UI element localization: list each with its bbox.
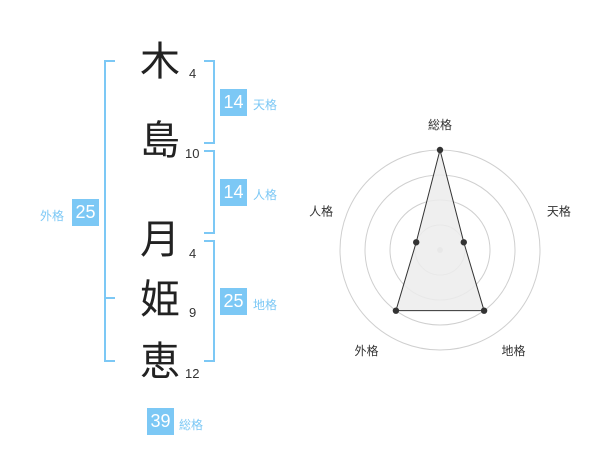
- name-char-2: 島: [140, 118, 180, 164]
- radar-points: [392, 146, 488, 314]
- radar-point-5: [413, 239, 420, 246]
- jinkaku-value: 14: [220, 179, 247, 206]
- gaikaku-value: 25: [72, 199, 99, 226]
- radar-polygon: [395, 149, 485, 312]
- name-char-1: 木: [140, 39, 180, 85]
- radar-point-2: [460, 239, 467, 246]
- stroke-count-1: 4: [189, 66, 197, 81]
- gaikaku-label: 外格: [40, 209, 65, 223]
- tenkaku-bracket: [204, 60, 215, 144]
- radar-point-4: [392, 307, 400, 314]
- radar-axis-label-5: 人格: [309, 203, 333, 218]
- name-char-4: 姫: [140, 277, 180, 323]
- name-char-5: 恵: [140, 339, 180, 385]
- radar-axis-label-2: 天格: [547, 203, 571, 218]
- chikaku-value: 25: [220, 288, 247, 315]
- tenkaku-value: 14: [220, 89, 247, 116]
- stroke-count-3: 4: [189, 246, 197, 261]
- stroke-count-4: 9: [189, 305, 197, 320]
- chikaku-bracket: [204, 240, 215, 362]
- stroke-count-5: 12: [185, 366, 200, 381]
- jinkaku-label: 人格: [253, 188, 278, 202]
- gaikaku-bracket: [104, 60, 115, 362]
- gaikaku-bracket-tick: [104, 297, 115, 299]
- radar-axis-label-3: 地格: [501, 343, 525, 358]
- radar-point-3: [480, 307, 488, 314]
- radar-axis-label-1: 総格: [428, 117, 452, 132]
- chikaku-label: 地格: [253, 298, 278, 312]
- jinkaku-bracket: [204, 150, 215, 234]
- name-char-3: 月: [140, 217, 180, 263]
- radar-axis-label-4: 外格: [355, 343, 379, 358]
- soukaku-label: 総格: [179, 418, 204, 432]
- tenkaku-label: 天格: [253, 98, 278, 112]
- radar-point-1: [436, 146, 444, 154]
- stroke-count-2: 10: [185, 146, 200, 161]
- soukaku-value: 39: [147, 408, 174, 435]
